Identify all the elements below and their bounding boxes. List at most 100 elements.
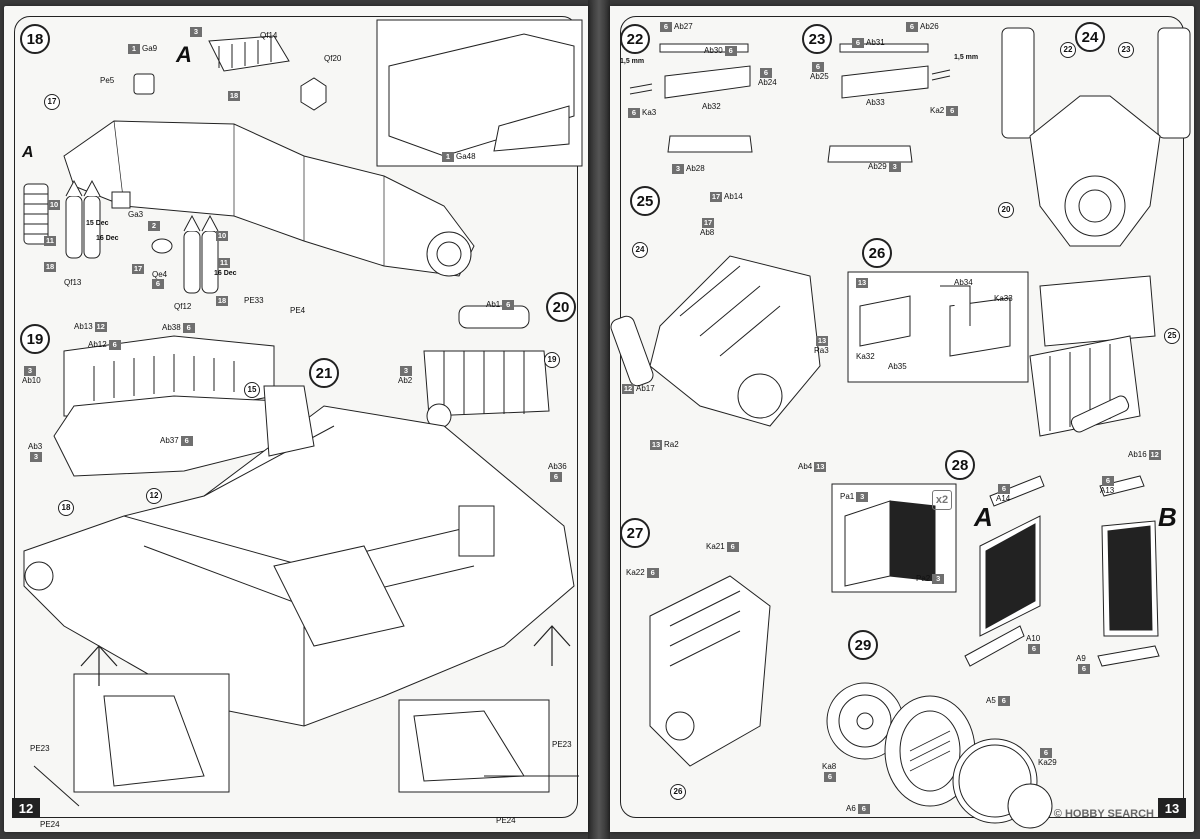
- label-ga3-num: 2: [146, 221, 162, 231]
- part-num: 2: [148, 221, 160, 231]
- part-num: 6: [182, 323, 195, 333]
- part-num: 10: [48, 200, 60, 210]
- label-ab35: Ab35: [888, 362, 907, 371]
- part-name: Ab13: [74, 322, 93, 332]
- part-num: 6: [628, 108, 640, 118]
- callout-circle: 23: [1118, 42, 1134, 58]
- label-ab33: Ab33: [866, 98, 885, 107]
- part-name: Ra2: [664, 440, 679, 450]
- label-qe4-num: 6: [150, 279, 166, 289]
- part-num: 6: [1078, 664, 1090, 674]
- step-23-number: 23: [802, 24, 832, 54]
- note-thickness-23: 1,5 mm: [954, 54, 979, 61]
- part-num: 18: [228, 91, 240, 101]
- part-name: A6: [846, 804, 856, 814]
- callout-circle: 25: [1164, 328, 1180, 344]
- part-name: A5: [986, 696, 996, 706]
- label-qf14-name: Qf14: [260, 31, 278, 40]
- part-num: 13: [856, 278, 868, 288]
- page-number-left: 12: [12, 798, 40, 818]
- quantity-x2-badge: x2: [932, 490, 952, 510]
- part-name: Ab2: [398, 376, 413, 386]
- label-pe33: PE33: [244, 296, 264, 305]
- step-24-number: 24: [1075, 22, 1105, 52]
- part-num: 12: [1148, 450, 1161, 460]
- label-s18a: 18: [42, 262, 58, 272]
- label-s11b: 11: [216, 258, 232, 268]
- part-name: Ab37: [160, 436, 179, 446]
- label-qf12: Qf12: [174, 302, 192, 311]
- part-name: Ab31: [866, 38, 885, 48]
- callout-circle: 15: [244, 382, 260, 398]
- part-name: Ab4: [798, 462, 813, 472]
- part-name: Ab29: [868, 162, 887, 172]
- part-num: 13: [814, 462, 827, 472]
- callout-24: 24: [632, 242, 648, 258]
- step-29-number: 29: [848, 630, 878, 660]
- part-num: 3: [932, 574, 945, 584]
- part-num: 6: [502, 300, 515, 310]
- part-name: Ab26: [920, 22, 939, 32]
- part-num: 12: [94, 322, 107, 332]
- part-num: 6: [946, 106, 959, 116]
- label-s11a: 11: [42, 236, 58, 246]
- callout-circle: 20: [998, 202, 1014, 218]
- part-num: 1: [442, 152, 454, 162]
- part-num: 6: [760, 68, 772, 78]
- part-num: 12: [622, 384, 634, 394]
- watermark: © HOBBY SEARCH: [1053, 808, 1154, 820]
- part-num: 1: [128, 44, 140, 54]
- part-name: Ka29: [1038, 758, 1057, 768]
- label-pe23-left: PE23: [30, 744, 50, 753]
- decal-ref-16b: 16 Dec: [214, 270, 237, 277]
- part-name: Ab24: [758, 78, 777, 88]
- subassembly-letter-a-ref: A: [22, 144, 34, 161]
- callout-12: 12: [146, 488, 162, 504]
- part-num: 18: [216, 296, 228, 306]
- label-qf13: Qf13: [64, 278, 82, 287]
- part-num: 6: [550, 472, 562, 482]
- part-name: A13: [1100, 486, 1115, 496]
- step-27-number: 27: [620, 518, 650, 548]
- subassembly-letter-a: A: [176, 42, 192, 67]
- part-num: 3: [400, 366, 412, 376]
- label-qe4-sprue: 17: [130, 264, 146, 274]
- label-ga3: Ga3: [128, 210, 144, 219]
- part-name: Ab16: [1128, 450, 1147, 460]
- label-s10b: 10: [214, 231, 230, 241]
- callout-22: 22: [1060, 42, 1076, 58]
- callout-26: 26: [670, 784, 686, 800]
- part-num: 3: [672, 164, 684, 174]
- step-20-number: 20: [546, 292, 576, 322]
- part-num: 13: [816, 336, 828, 346]
- step-25-number: 25: [630, 186, 660, 216]
- part-name: Pa2: [916, 574, 931, 584]
- label-qf20: Qf20: [324, 54, 342, 63]
- part-num: 6: [1028, 644, 1040, 654]
- part-name: Ab30: [704, 46, 723, 56]
- decal-ref-16: 16 Dec: [96, 235, 119, 242]
- part-num: 3: [30, 452, 42, 462]
- part-num: 6: [660, 22, 672, 32]
- part-num: 6: [997, 696, 1010, 706]
- part-name: A14: [996, 494, 1011, 504]
- label-ka33: Ka33: [994, 294, 1013, 303]
- decal-ref-15: 15 Dec: [86, 220, 109, 227]
- callout-circle: 19: [544, 352, 560, 368]
